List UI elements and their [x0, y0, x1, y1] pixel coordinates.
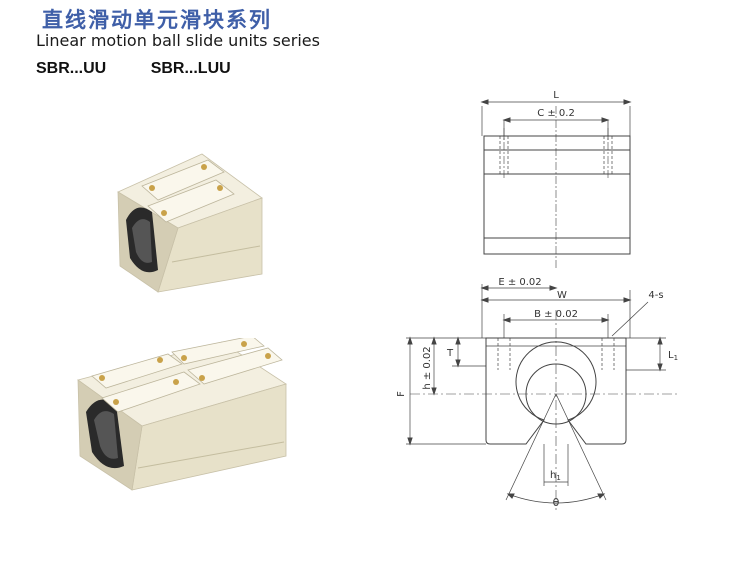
- dim-angle-label: θ: [553, 496, 560, 509]
- long-slide-unit-photo: [77, 338, 287, 491]
- technical-drawing: L C ± 0.2 E ± 0.02 W B ± 0.02 4-s T L1 h…: [396, 90, 680, 510]
- dim-length-label: L: [553, 90, 559, 101]
- dim-f-label: F: [396, 391, 407, 397]
- title-english: Linear motion ball slide units series: [36, 31, 320, 50]
- dim-l1-label: L1: [668, 350, 678, 362]
- dim-t-label: T: [446, 348, 454, 359]
- model-sbr-luu: SBR...LUU: [150, 60, 231, 77]
- short-slide-unit-photo: [117, 153, 263, 293]
- dim-h1-label: h1: [550, 470, 561, 482]
- dim-hole-spacing-label: C ± 0.2: [537, 108, 575, 119]
- dim-h-label: h ± 0.02: [422, 346, 433, 389]
- dim-b-label: B ± 0.02: [534, 309, 578, 320]
- model-sbr-uu: SBR...UU: [36, 60, 107, 77]
- title-chinese: 直线滑动单元滑块系列: [42, 8, 272, 32]
- dim-w-label: W: [557, 290, 567, 301]
- dim-e-label: E ± 0.02: [498, 277, 541, 288]
- model-list: SBR...UU SBR...LUU: [36, 60, 231, 78]
- dim-screw-label: 4-s: [648, 290, 663, 301]
